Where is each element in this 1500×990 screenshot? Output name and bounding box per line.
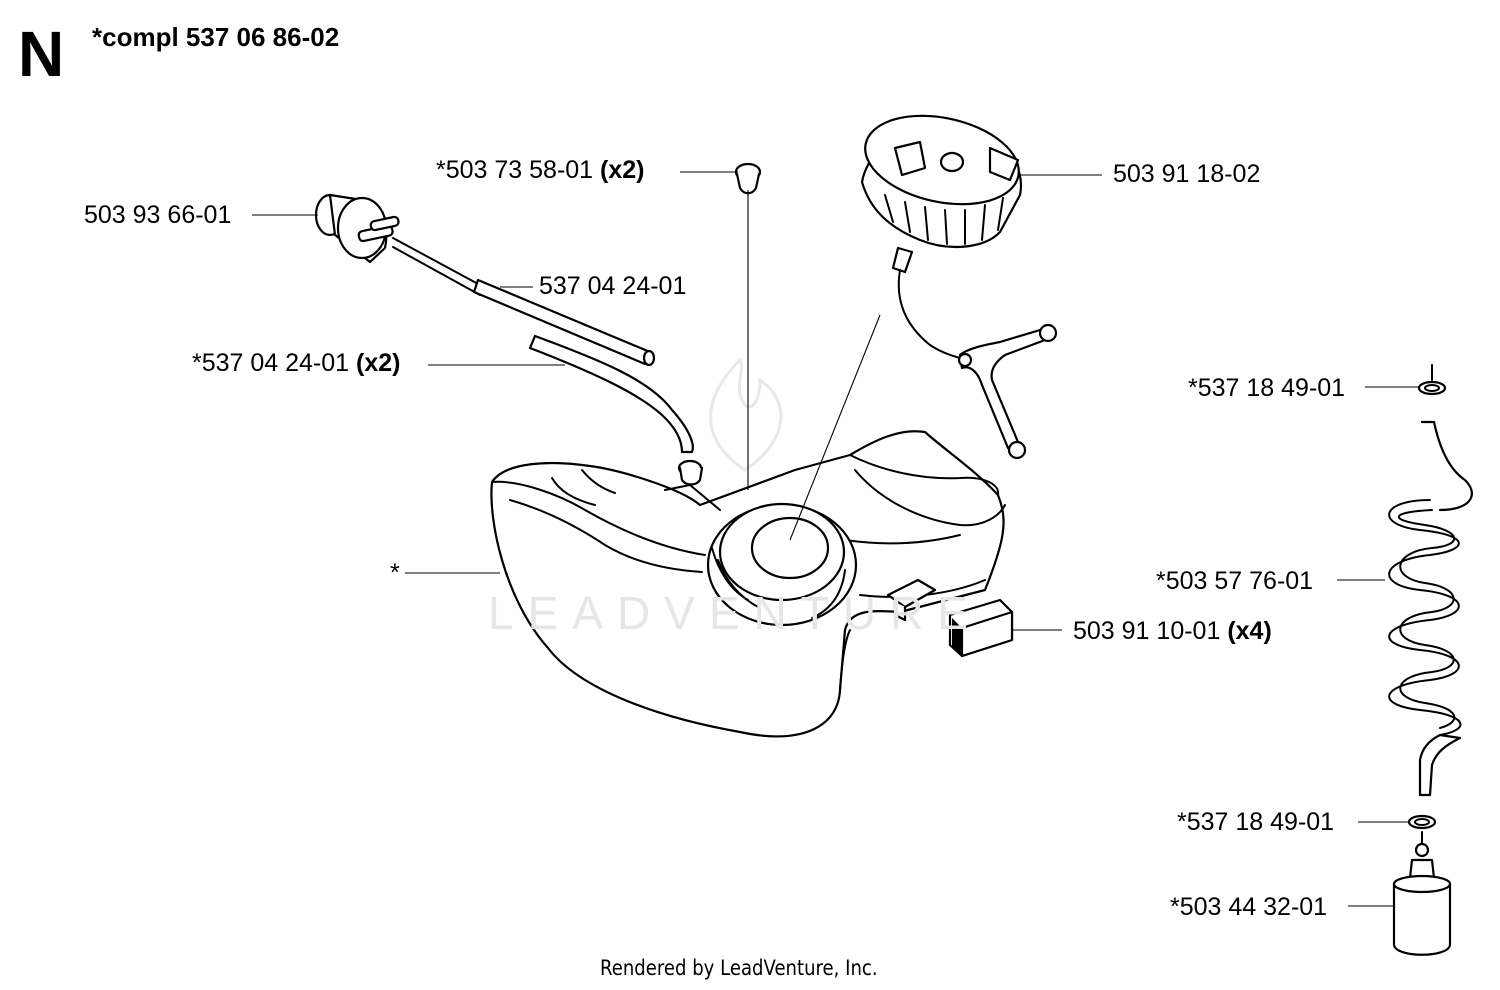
part-label-fuel-filter-top-grommet[interactable]: *503 73 58-01 (x2) bbox=[436, 158, 645, 183]
fuel-hoses-drawing bbox=[392, 237, 694, 454]
part-label-coiled-fuel-hose[interactable]: *503 57 76-01 bbox=[1156, 569, 1313, 594]
part-quantity: (x2) bbox=[356, 349, 401, 377]
complete-kit-label: *compl 537 06 86-02 bbox=[92, 22, 340, 52]
watermark-flame-icon bbox=[709, 357, 783, 472]
coiled-hose-drawing bbox=[1388, 364, 1473, 956]
leader-lines bbox=[252, 171, 1419, 907]
part-number: *503 73 58-01 bbox=[436, 156, 594, 184]
part-number: *503 57 76-01 bbox=[1156, 567, 1314, 595]
part-label-fuel-hose-lower[interactable]: *537 04 24-01 (x2) bbox=[192, 351, 401, 376]
part-label-hose-washer-bottom[interactable]: *537 18 49-01 bbox=[1177, 810, 1334, 835]
fuel-tank-drawing bbox=[490, 430, 1006, 738]
part-label-fuel-filter[interactable]: *503 44 32-01 bbox=[1170, 895, 1327, 920]
part-number: 503 91 18-02 bbox=[1113, 160, 1261, 188]
part-label-fuel-tank[interactable]: * bbox=[390, 561, 400, 586]
part-number: *503 44 32-01 bbox=[1170, 893, 1328, 921]
part-number: 537 04 24-01 bbox=[539, 272, 687, 300]
section-letter: N bbox=[18, 18, 65, 90]
part-number: 503 93 66-01 bbox=[84, 201, 232, 229]
part-label-fuel-hose-upper[interactable]: 537 04 24-01 bbox=[539, 274, 686, 299]
part-number: *537 04 24-01 bbox=[192, 349, 350, 377]
part-quantity: (x2) bbox=[600, 156, 645, 184]
damper-drawing bbox=[948, 598, 1014, 658]
part-quantity: (x4) bbox=[1227, 617, 1272, 645]
watermark-text: LEADVENTURE bbox=[488, 587, 982, 639]
part-number: 503 91 10-01 bbox=[1073, 617, 1221, 645]
part-label-hose-washer-top[interactable]: *537 18 49-01 bbox=[1188, 376, 1345, 401]
primer-valve-drawing bbox=[314, 193, 400, 264]
part-label-primer-valve[interactable]: 503 93 66-01 bbox=[84, 203, 231, 228]
part-label-fuel-cap[interactable]: 503 91 18-02 bbox=[1113, 162, 1260, 187]
fuel-cap-drawing bbox=[860, 114, 1058, 460]
part-number: *537 18 49-01 bbox=[1188, 374, 1346, 402]
part-number: *537 18 49-01 bbox=[1177, 808, 1335, 836]
part-number: * bbox=[390, 559, 400, 587]
part-label-damper[interactable]: 503 91 10-01 (x4) bbox=[1073, 619, 1272, 644]
footer-credit: Rendered by LeadVenture, Inc. bbox=[600, 956, 878, 980]
grommet-drawing bbox=[734, 162, 762, 195]
